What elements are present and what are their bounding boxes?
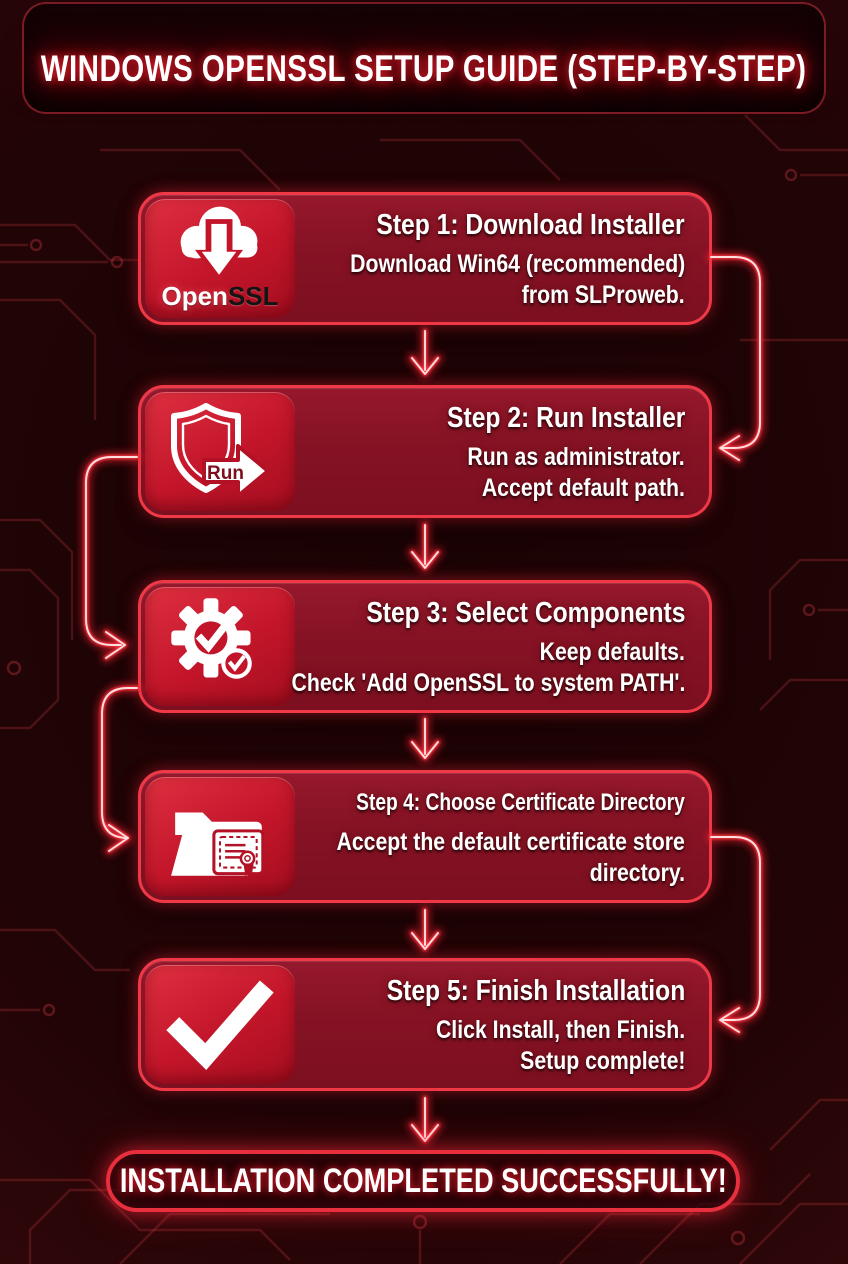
flow-arrow-down-4 <box>412 910 438 949</box>
step-1-icon-tile: OpenSSL <box>145 199 295 318</box>
flow-arrow-down-3 <box>412 719 438 758</box>
step-subtitle-line: Keep defaults. <box>539 637 685 666</box>
footer-banner: INSTALLATION COMPLETED SUCCESSFULLY! <box>106 1150 740 1212</box>
connector-left-step3-step4 <box>102 688 137 851</box>
openssl-wordmark: OpenSSL <box>161 281 279 311</box>
connector-right-step4-step5 <box>711 837 760 1032</box>
title-banner: WINDOWS OPENSSL SETUP GUIDE (STEP-BY-STE… <box>22 2 826 114</box>
run-label: Run <box>207 463 244 484</box>
step-4-card: Step 4: Choose Certificate Directory Acc… <box>138 770 712 903</box>
page-title: WINDOWS OPENSSL SETUP GUIDE (STEP-BY-STE… <box>41 48 807 89</box>
step-2-card: Run Step 2: Run Installer Run as adminis… <box>138 385 712 518</box>
shield-run-icon: Run <box>171 402 270 498</box>
step-subtitle-line: Check 'Add OpenSSL to system PATH'. <box>291 668 685 697</box>
openssl-cloud-download-icon <box>180 206 258 282</box>
step-subtitle-line: from SLProweb. <box>522 280 685 309</box>
step-3-icon-tile <box>145 587 295 706</box>
step-5-card: Step 5: Finish Installation Click Instal… <box>138 958 712 1091</box>
gear-check-icon <box>171 597 252 679</box>
connector-left-step2-step3 <box>86 457 137 658</box>
step-subtitle-line: Setup complete! <box>519 1046 685 1075</box>
step-subtitle-line: Run as administrator. <box>467 442 685 471</box>
step-5-text: Step 5: Finish Installation Click Instal… <box>301 961 685 1088</box>
step-heading: Step 1: Download Installer <box>376 208 685 241</box>
step-5-icon-tile <box>145 965 295 1084</box>
step-subtitle-line: directory. <box>589 858 685 887</box>
check-icon <box>166 980 274 1070</box>
step-3-text: Step 3: Select Components Keep defaults.… <box>291 583 685 710</box>
step-subtitle-line: Accept the default certificate store <box>336 827 685 856</box>
step-heading: Step 5: Finish Installation <box>386 974 685 1007</box>
step-subtitle-line: Click Install, then Finish. <box>435 1015 685 1044</box>
step-2-text: Step 2: Run Installer Run as administrat… <box>301 388 685 515</box>
step-1-text: Step 1: Download Installer Download Win6… <box>301 195 685 322</box>
step-4-text: Step 4: Choose Certificate Directory Acc… <box>301 773 685 900</box>
flow-arrow-down-5 <box>412 1098 438 1141</box>
footer-status-text: INSTALLATION COMPLETED SUCCESSFULLY! <box>119 1161 727 1200</box>
step-subtitle-line: Download Win64 (recommended) <box>349 249 685 278</box>
step-heading: Step 2: Run Installer <box>446 401 685 434</box>
folder-certificate-icon <box>171 812 265 877</box>
step-heading: Step 4: Choose Certificate Directory <box>356 788 685 816</box>
step-4-icon-tile <box>145 777 295 896</box>
flow-arrow-down-1 <box>412 331 438 374</box>
step-heading: Step 3: Select Components <box>365 596 685 629</box>
step-subtitle-line: Accept default path. <box>481 473 685 502</box>
flow-arrow-down-2 <box>412 525 438 568</box>
step-1-card: OpenSSL Step 1: Download Installer Downl… <box>138 192 712 325</box>
step-3-card: Step 3: Select Components Keep defaults.… <box>138 580 712 713</box>
connector-right-step1-step2 <box>711 257 760 460</box>
step-2-icon-tile: Run <box>145 392 295 511</box>
